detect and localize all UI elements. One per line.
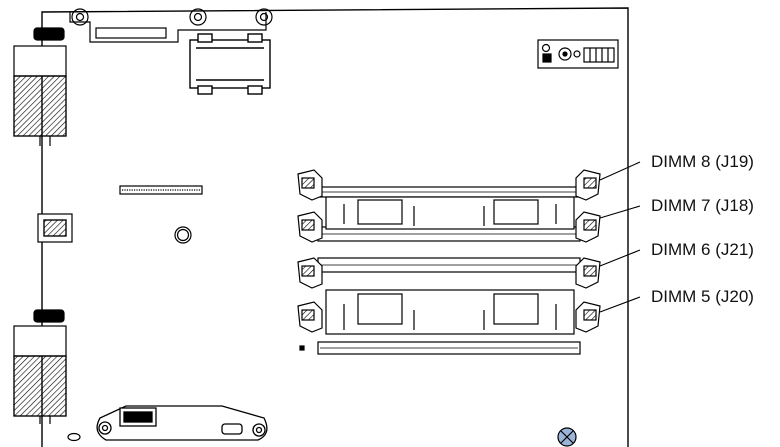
leader-dimm-8 — [599, 161, 641, 181]
dimm-7-label: DIMM 7 (J18) — [651, 196, 754, 215]
top-right-connector — [537, 39, 619, 69]
left-connector-upper — [13, 27, 67, 146]
screw-icon — [557, 427, 577, 447]
dimm-slot-5 — [317, 341, 581, 355]
expansion-slot — [119, 185, 203, 195]
small-connector — [37, 213, 73, 243]
dimm-latches-left — [297, 169, 323, 351]
callout-leaders — [599, 161, 641, 313]
dimm-slot-area — [297, 169, 601, 355]
standoff — [174, 226, 192, 244]
leader-dimm-5 — [599, 296, 641, 313]
dimm-6-label: DIMM 6 (J21) — [651, 240, 754, 259]
battery-holder — [189, 33, 271, 95]
dimm-module-upper — [325, 196, 575, 230]
dimm-latches-right — [575, 169, 601, 333]
oval-hole — [67, 432, 81, 442]
left-connector-lower — [13, 309, 67, 424]
dimm-slot-6 — [317, 257, 581, 273]
dimm-5-label: DIMM 5 (J20) — [651, 287, 754, 306]
leader-dimm-6 — [599, 249, 641, 267]
top-bracket — [69, 8, 273, 43]
dimm-module-lower — [325, 289, 575, 335]
dimm-slot-8 — [317, 186, 581, 198]
dimm-8-label: DIMM 8 (J19) — [651, 152, 754, 171]
leader-dimm-7 — [599, 205, 641, 219]
bottom-bracket — [96, 405, 268, 441]
